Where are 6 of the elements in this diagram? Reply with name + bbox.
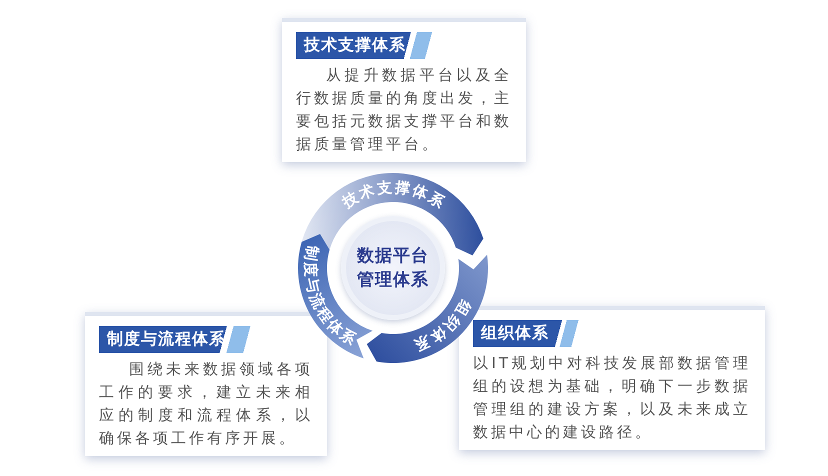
text-card (282, 18, 526, 162)
card-description: 围绕未来数据领域各项工作的要求，建立未来相应的制度和流程体系，以确保各项工作有序开展。 (99, 359, 313, 449)
ring-label: 组织体系 (410, 297, 474, 355)
ring-label: 技术支撑体系 (339, 178, 450, 213)
card-description: 从提升数据平台以及全行数据质量的角度出发，主要包括元数据支撑平台和数据质量管理平台。 (296, 65, 512, 155)
card-description: 以IT规划中对科技发展部数据管理组的设想为基础，明确下一步数据管理组的建设方案，以及未来成立数据中心的建设路径。 (473, 353, 751, 443)
